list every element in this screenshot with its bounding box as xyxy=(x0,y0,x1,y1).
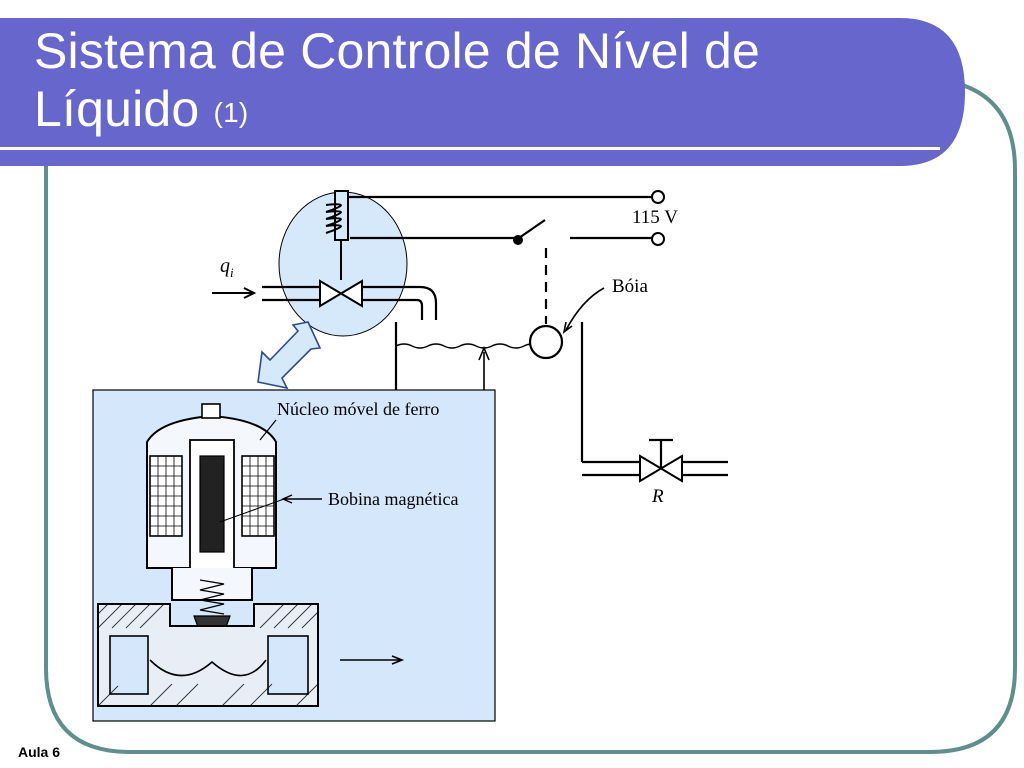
solenoid-valve-icon xyxy=(319,279,363,308)
slide-footer: Aula 6 xyxy=(18,744,61,760)
switch-pivot xyxy=(513,235,523,245)
solenoid-coil xyxy=(325,190,349,280)
slide-title: Sistema de Controle de Nível de Líquido … xyxy=(34,22,760,138)
voltage-label: 115 V xyxy=(632,207,678,228)
content-frame xyxy=(44,78,1017,754)
title-band-rule xyxy=(0,147,940,150)
coil-label: Bobina magnética xyxy=(328,489,458,509)
title-superscript: (1) xyxy=(213,97,249,128)
water-surface xyxy=(395,343,541,349)
float-pointer-arrow xyxy=(562,287,605,334)
outlet-valve-icon xyxy=(639,454,683,483)
inflow-label: qi xyxy=(220,255,234,280)
inflow-pipe xyxy=(262,285,438,320)
solenoid-cutaway-inset xyxy=(92,389,496,722)
float-label: Bóia xyxy=(612,276,648,297)
terminal-bottom xyxy=(651,232,665,246)
outlet-valve-label: R xyxy=(651,486,664,507)
core-label: Núcleo móvel de ferro xyxy=(277,399,439,419)
title-line-2: Líquido xyxy=(34,81,200,137)
inflow-arrow-icon xyxy=(212,287,257,299)
title-band xyxy=(0,18,965,166)
terminal-top xyxy=(651,190,665,204)
outlet-valve-stem xyxy=(649,438,673,468)
title-line-1: Sistema de Controle de Nível de xyxy=(34,23,761,79)
title-bar: Sistema de Controle de Nível de Líquido … xyxy=(0,0,1024,170)
flow-direction-arrow-icon xyxy=(340,655,405,665)
float-ball xyxy=(528,324,564,360)
electrical-wiring xyxy=(348,195,652,324)
zoom-link-arrow-icon xyxy=(257,321,322,390)
